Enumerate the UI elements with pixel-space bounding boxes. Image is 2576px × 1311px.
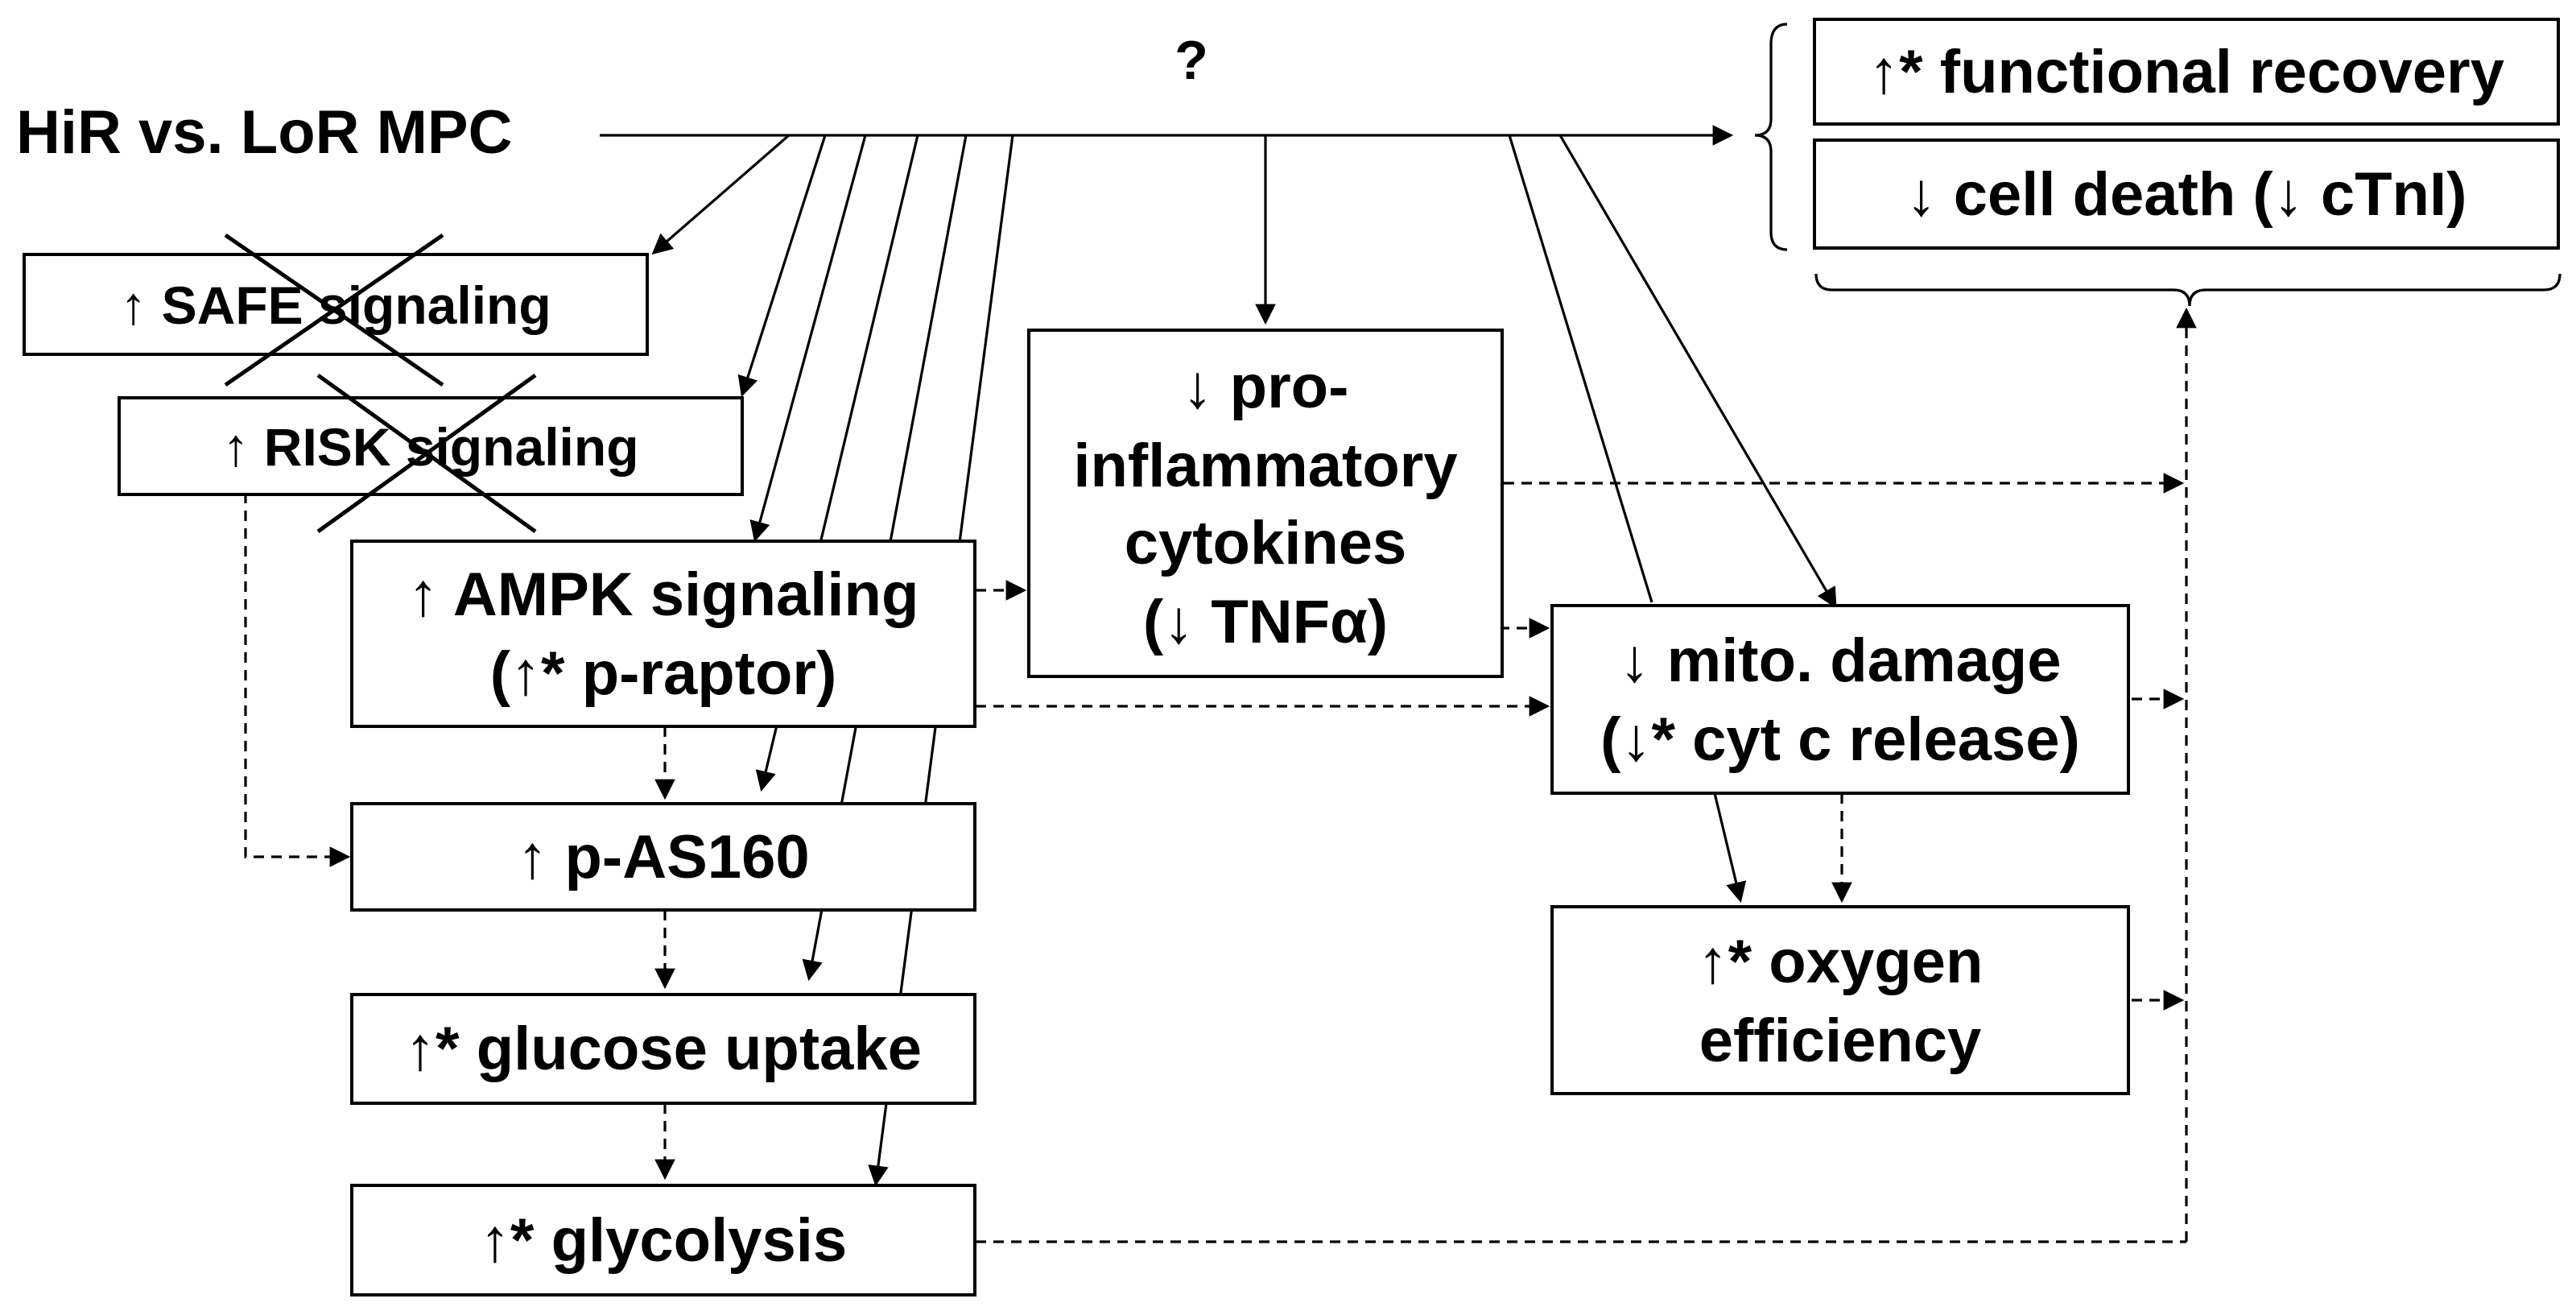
cytokines-line2: inflammatory	[1073, 432, 1457, 500]
ampk-signaling-box	[350, 540, 976, 728]
outcome-bottom-bracket	[1814, 273, 2562, 307]
question-mark: ?	[1174, 30, 1208, 91]
mito-damage-line2: (↓* cyt c release)	[1600, 705, 2080, 774]
dashed-arrows	[244, 307, 2197, 1243]
cytokines-line3: cytokines	[1125, 509, 1407, 577]
oxygen-efficiency-box	[1550, 905, 2130, 1095]
functional-recovery-label: ↑* functional recovery	[1868, 38, 2504, 106]
safe-cross-out	[224, 233, 444, 387]
functional-recovery-box	[1813, 18, 2560, 126]
glycolysis-box	[350, 1184, 976, 1297]
ampk-signaling-line2: (↑* p-raptor)	[490, 639, 837, 708]
glucose-uptake-label: ↑* glucose uptake	[405, 1015, 922, 1083]
safe-signaling-label: ↑ SAFE signaling	[120, 275, 551, 335]
cytokines-line4: (↓ TNFα)	[1143, 588, 1388, 656]
glucose-uptake-box	[350, 993, 976, 1105]
mito-damage-box	[1550, 604, 2130, 795]
cell-death-box	[1813, 139, 2560, 250]
risk-cross-out	[316, 373, 537, 534]
outcome-left-bracket	[1754, 23, 1788, 251]
cell-death-label: ↓ cell death (↓ cTnI)	[1906, 160, 2467, 229]
oxygen-efficiency-line2: efficiency	[1699, 1007, 1982, 1075]
glycolysis-label: ↑* glycolysis	[480, 1206, 847, 1275]
safe-signaling-box	[23, 253, 649, 356]
oxygen-efficiency-line1: ↑* oxygen	[1698, 928, 1984, 996]
risk-signaling-box	[118, 396, 744, 496]
source-label: HiR vs. LoR MPC	[16, 98, 513, 167]
ampk-signaling-line1: ↑ AMPK signaling	[408, 560, 919, 629]
risk-signaling-label: ↑ RISK signaling	[222, 417, 638, 477]
cytokines-line1: ↓ pro-	[1183, 353, 1349, 421]
cytokines-box	[1027, 329, 1504, 678]
mito-damage-line1: ↓ mito. damage	[1620, 627, 2062, 695]
p-as160-box	[350, 802, 976, 912]
p-as160-label: ↑ p-AS160	[517, 823, 809, 891]
